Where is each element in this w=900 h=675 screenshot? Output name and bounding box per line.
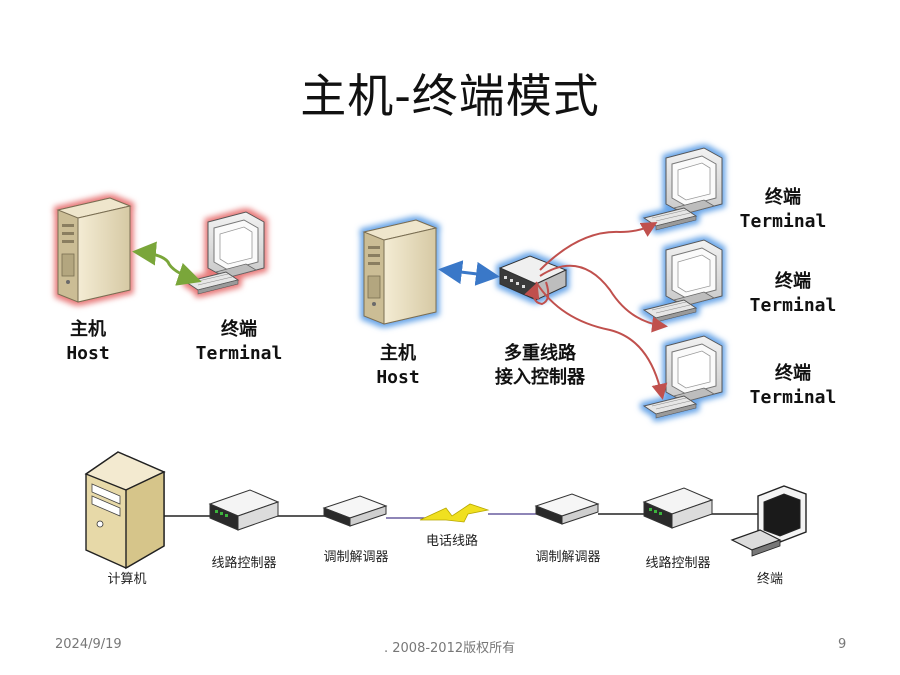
- left-host-label: 主机 Host: [50, 318, 126, 366]
- slide-title: 主机-终端模式: [300, 69, 600, 123]
- line-controller-left-icon: [209, 489, 279, 531]
- footer-copyright: . 2008-2012版权所有: [384, 641, 516, 656]
- modem-left-icon: [323, 495, 387, 527]
- controller-label: 多重线路 接入控制器: [470, 342, 610, 390]
- bottom-terminal-icon: [730, 485, 807, 557]
- modem-right-icon: [535, 493, 599, 525]
- controller-label-line2: 接入控制器: [495, 367, 585, 388]
- footer-date: 2024/9/19: [55, 637, 122, 652]
- right-terminal-icon-2: [643, 239, 723, 323]
- right-terminal-2-label-cn: 终端: [775, 271, 811, 292]
- right-terminal-1-label-en: Terminal: [739, 211, 827, 232]
- phone-line-label: 电话线路: [425, 534, 478, 549]
- multiline-controller-icon: [498, 255, 568, 301]
- right-terminal-1-label-cn: 终端: [765, 187, 801, 208]
- left-terminal-label-en: Terminal: [195, 343, 283, 364]
- computer-label: 计算机: [107, 572, 147, 587]
- left-host-label-en: Host: [66, 343, 110, 364]
- line-controller-right-icon: [643, 487, 713, 529]
- right-terminal-label-1: 终端 Terminal: [728, 186, 838, 234]
- computer-tower-icon: [84, 451, 166, 570]
- left-host-server-icon: [57, 197, 131, 303]
- left-host-label-cn: 主机: [70, 319, 106, 340]
- right-terminal-3-label-en: Terminal: [749, 387, 837, 408]
- modem-left-label: 调制解调器: [323, 550, 389, 565]
- controller-terminal-3-arrow: [535, 281, 668, 400]
- modem-right-label: 调制解调器: [535, 550, 601, 565]
- controller-terminal-2-arrow: [539, 264, 668, 333]
- right-terminal-label-3: 终端 Terminal: [738, 362, 848, 410]
- lightning-icon: [419, 503, 490, 523]
- right-host-label-cn: 主机: [380, 343, 416, 364]
- right-host-label: 主机 Host: [358, 342, 438, 390]
- right-terminal-3-label-cn: 终端: [775, 363, 811, 384]
- right-terminal-2-label-en: Terminal: [749, 295, 837, 316]
- bottom-terminal-label: 终端: [756, 572, 783, 587]
- right-terminal-icon-1: [643, 147, 723, 231]
- controller-label-line1: 多重线路: [504, 343, 576, 364]
- left-terminal-icon: [185, 211, 265, 295]
- right-host-server-icon: [363, 219, 437, 325]
- left-terminal-label-cn: 终端: [221, 319, 257, 340]
- line-controller-left-label: 线路控制器: [211, 556, 277, 571]
- line-controller-right-label: 线路控制器: [645, 556, 711, 571]
- controller-terminal-1-arrow: [539, 222, 658, 271]
- right-terminal-label-2: 终端 Terminal: [738, 270, 848, 318]
- left-terminal-label: 终端 Terminal: [184, 318, 294, 366]
- controller-loop-arrow: [524, 281, 550, 306]
- right-host-label-en: Host: [376, 367, 420, 388]
- footer-page-number: 9: [838, 637, 847, 652]
- left-link-arrow: [132, 241, 202, 286]
- host-controller-arrow: [438, 260, 500, 286]
